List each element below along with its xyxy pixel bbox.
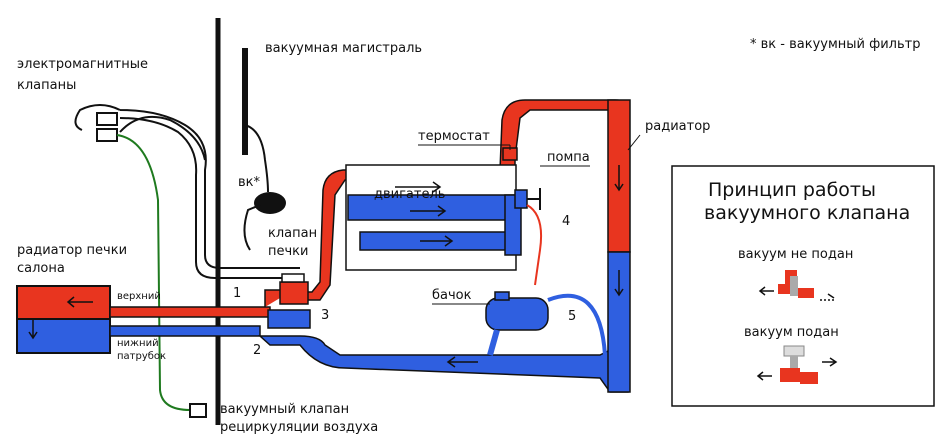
stove-valve-label-2: печки [268, 244, 308, 259]
heater-radiator-label-1: радиатор печки [17, 243, 127, 258]
solenoid-valves-label-1: электромагнитные [17, 57, 148, 72]
lower-pipe-label-1: нижний [117, 338, 159, 349]
solenoid-valves-label-2: клапаны [17, 78, 76, 93]
recirc-valve-label-2: рециркуляции воздуха [220, 420, 378, 435]
radiator-label: радиатор [645, 119, 710, 134]
heater-radiator-hot [16, 285, 111, 320]
tank-label: бачок [432, 288, 472, 303]
tank-hose-blue [547, 293, 607, 356]
legend-valve-not-applied [758, 270, 836, 301]
legend-valve-applied [756, 345, 838, 384]
vk-label: вк* [238, 175, 261, 190]
stove-valve-label-1: клапан [268, 226, 317, 241]
legend-title-2: вакуумного клапана [704, 202, 910, 224]
bottom-arrow [446, 356, 478, 368]
radiator-arrow-cold [614, 270, 624, 297]
radiator-leader [627, 134, 641, 151]
tank-hose-down [487, 329, 500, 356]
tank-body [485, 297, 549, 331]
radiator-arrow-hot [614, 165, 624, 192]
engine-arrow-lower [420, 235, 454, 247]
vacuum-filter-hose [244, 124, 269, 193]
engine-arrow-upper [410, 205, 447, 217]
stove-valve-cap [281, 273, 305, 283]
legend-box [671, 165, 935, 407]
legend-not-applied-label: вакуум не подан [738, 247, 853, 262]
number-5: 5 [568, 309, 576, 324]
number-1: 1 [233, 286, 241, 301]
stove-valve-lower [267, 309, 311, 329]
solenoid-hose-a [74, 104, 300, 269]
number-2: 2 [253, 343, 261, 358]
solenoid-hose-b [119, 117, 300, 279]
number-4: 4 [562, 214, 570, 229]
upper-hot-pipe [109, 306, 271, 318]
recirc-valve-box [189, 403, 207, 418]
stove-valve-body [279, 281, 309, 305]
number-3: 3 [321, 308, 329, 323]
vacuum-filter [254, 192, 286, 214]
engine-arrow-hot [395, 181, 442, 193]
pump-body [514, 189, 528, 209]
legend-title-1: Принцип работы [708, 179, 876, 201]
vacuum-filter-note: * вк - вакуумный фильтр [750, 37, 920, 52]
heater-down-arrow [28, 320, 38, 340]
upper-pipe-label: верхний [117, 291, 161, 302]
heater-radiator-label-2: салона [17, 261, 65, 276]
heater-flow-arrow [66, 296, 93, 308]
engine-right-wall [504, 194, 522, 256]
vacuum-branch [243, 204, 261, 251]
thermostat-label: термостат [418, 129, 490, 144]
vacuum-line-label: вакуумная магистраль [265, 41, 422, 56]
tank-cap [494, 291, 510, 301]
radiator-cold [607, 251, 631, 393]
pump-label: помпа [547, 150, 590, 165]
engine-label: двигатель [374, 187, 445, 202]
solenoid-hose-c [119, 116, 206, 161]
lower-cold-pipe [109, 325, 261, 337]
lower-pipe-label-2: патрубок [117, 351, 166, 362]
solenoid-valve-2 [96, 128, 118, 142]
solenoid-valve-1 [96, 112, 118, 126]
tank-hose-red [526, 204, 543, 286]
green-vacuum-hose [116, 134, 191, 411]
recirc-valve-label-1: вакуумный клапан [220, 402, 349, 417]
legend-applied-label: вакуум подан [744, 325, 839, 340]
